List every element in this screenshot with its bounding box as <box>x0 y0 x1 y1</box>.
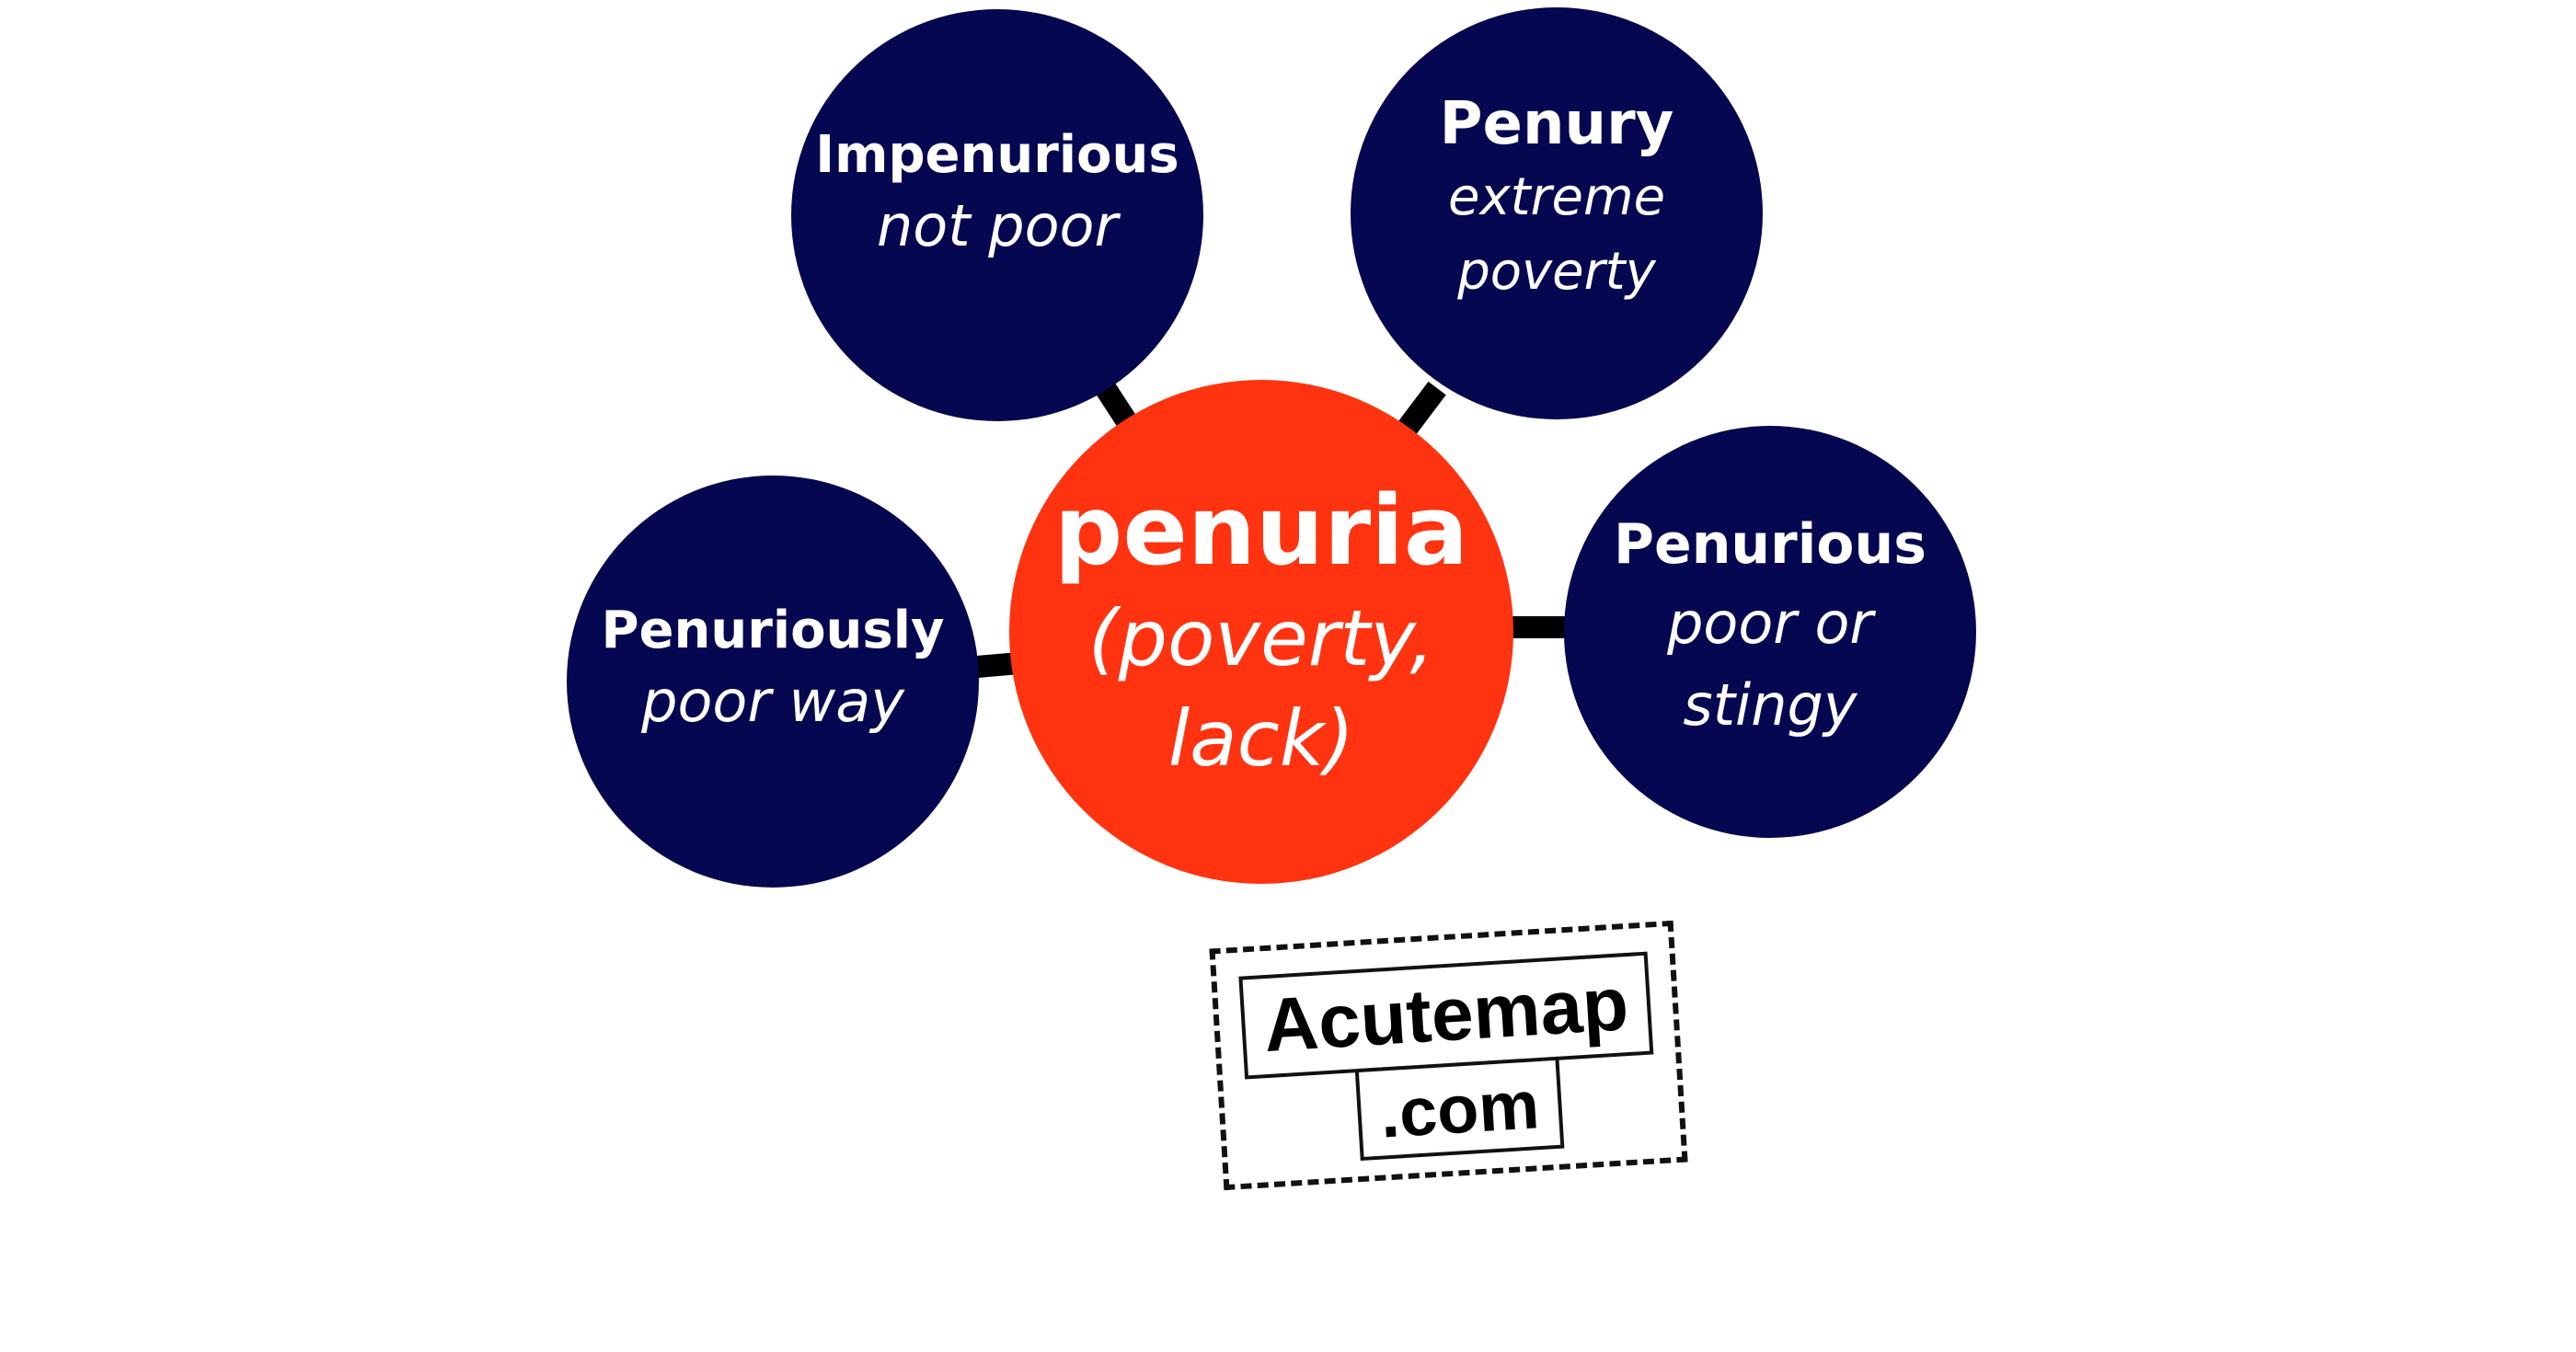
node-penury: Penury extreme poverty <box>1351 7 1763 419</box>
center-meaning-line2: lack) <box>1167 693 1355 785</box>
node-meaning-line2: poverty <box>1457 241 1656 302</box>
node-meaning: poor way <box>641 668 904 736</box>
node-penuriously: Penuriously poor way <box>567 475 979 888</box>
node-meaning-line1: poor or <box>1667 590 1873 658</box>
node-meaning: not poor <box>877 192 1118 260</box>
node-term: Penury <box>1439 90 1674 158</box>
node-impenurious: Impenurious not poor <box>791 9 1203 421</box>
center-meaning-line1: (poverty, <box>1087 593 1435 684</box>
node-term: Penuriously <box>601 600 945 660</box>
logo-line2: .com <box>1354 1056 1565 1162</box>
node-term: Impenurious <box>815 124 1179 185</box>
acutemap-logo: Acutemap .com <box>1209 920 1688 1191</box>
center-node: penuria (poverty, lack) <box>1009 380 1513 884</box>
node-penurious: Penurious poor or stingy <box>1564 426 1976 838</box>
connector-penurious <box>1509 616 1566 638</box>
node-meaning-line1: extreme <box>1447 166 1666 227</box>
center-term: penuria <box>1053 475 1469 588</box>
node-term: Penurious <box>1614 512 1926 578</box>
node-meaning-line2: stingy <box>1683 671 1857 739</box>
